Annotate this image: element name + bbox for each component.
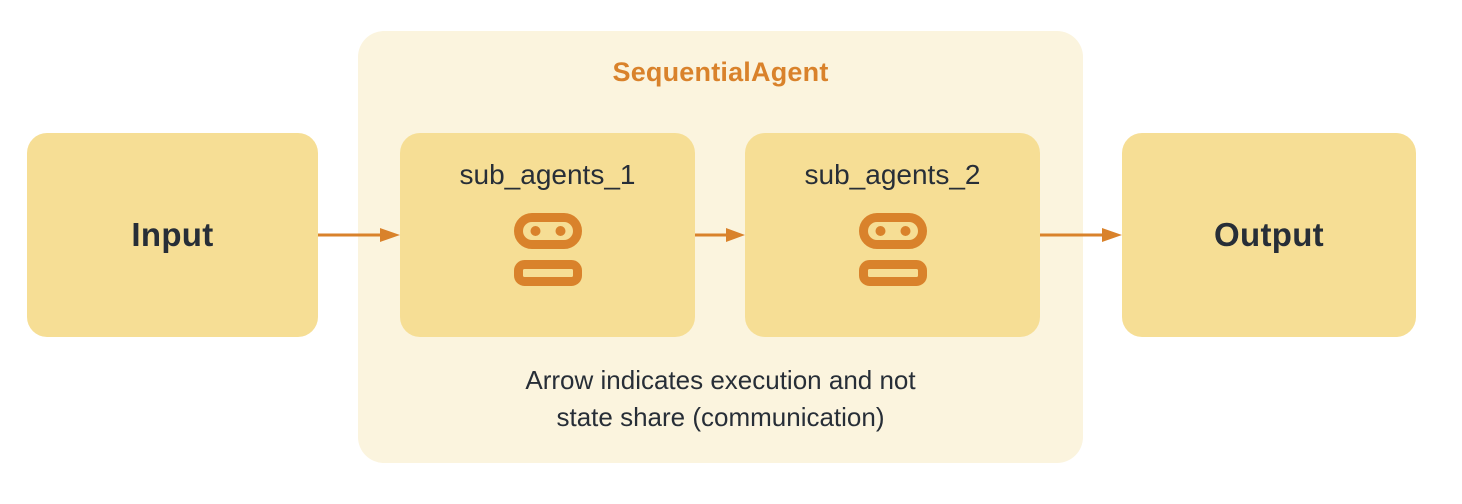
arrow-sub1-to-sub2 — [695, 228, 745, 242]
group-title: SequentialAgent — [612, 57, 829, 87]
caption-line-1: Arrow indicates execution and not — [525, 365, 916, 395]
input-node: Input — [27, 133, 318, 337]
sub-agent-node-2: sub_agents_2 — [745, 133, 1040, 337]
sub-agent-2-label: sub_agents_2 — [804, 159, 981, 190]
arrow-input-to-sub1 — [318, 228, 400, 242]
group-caption: Arrow indicates execution and not state … — [358, 362, 1083, 436]
sub-agent-1-label: sub_agents_1 — [459, 159, 636, 190]
input-label: Input — [131, 216, 214, 253]
output-label: Output — [1214, 216, 1324, 253]
robot-icon — [513, 213, 582, 286]
robot-icon — [858, 213, 927, 286]
sub-agent-node-1: sub_agents_1 — [400, 133, 695, 337]
arrow-sub2-to-output — [1040, 228, 1122, 242]
output-node: Output — [1122, 133, 1416, 337]
caption-line-2: state share (communication) — [556, 402, 885, 432]
